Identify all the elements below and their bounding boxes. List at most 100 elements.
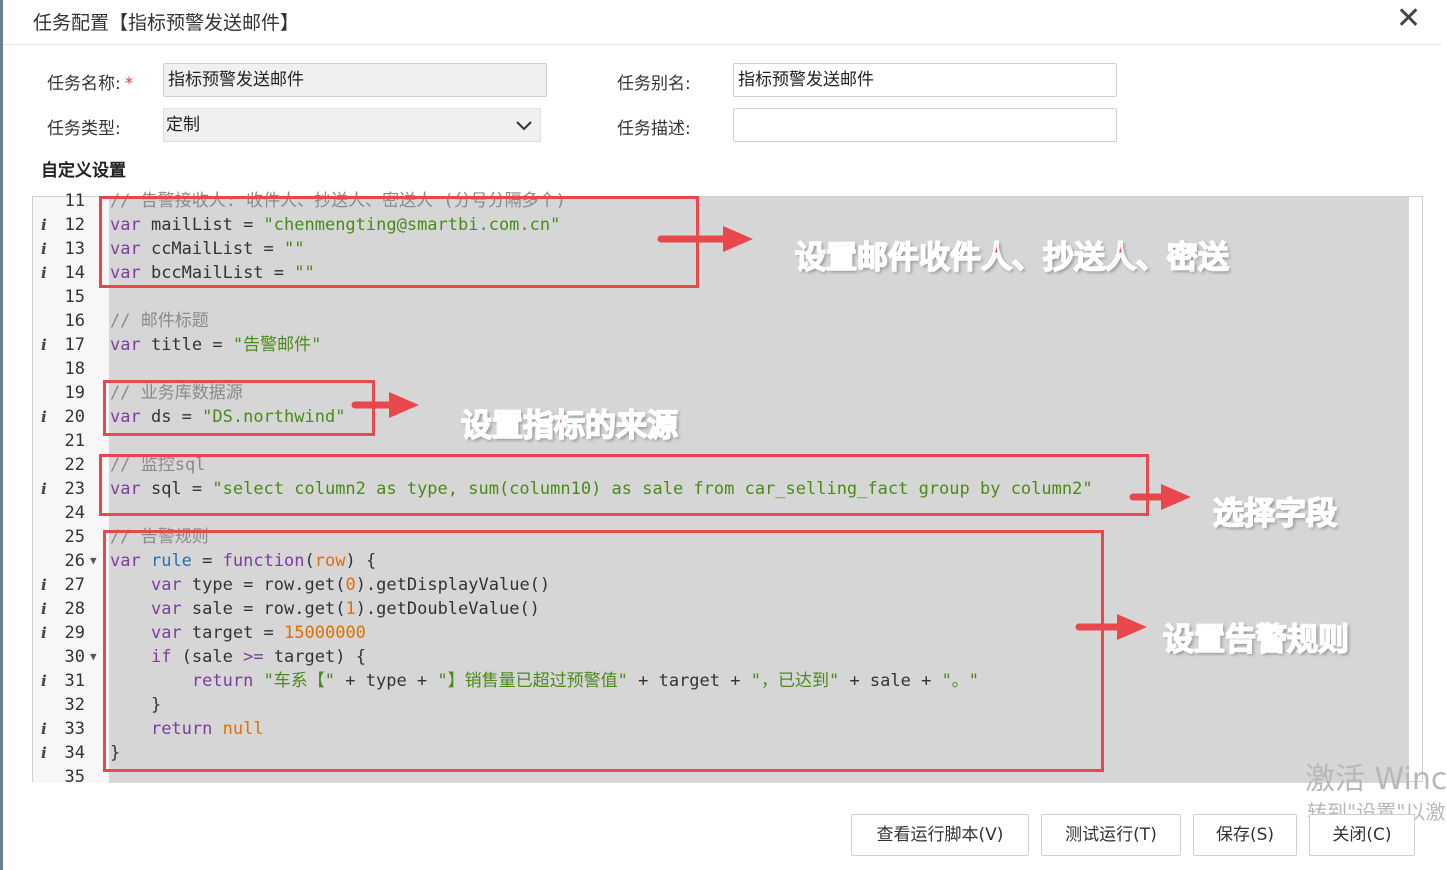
line-number: 27: [64, 575, 85, 595]
custom-settings-title: 自定义设置: [41, 161, 126, 181]
line-number: 25: [64, 527, 85, 547]
code-line: i 14 var bccMailList = "": [33, 261, 1413, 285]
code-line: i 17 var title = "告警邮件": [33, 333, 1413, 357]
line-number: 12: [64, 215, 85, 235]
task-type-select[interactable]: 定制: [163, 108, 541, 142]
code-line: i 29 var target = 15000000: [33, 621, 1413, 645]
info-icon: i: [41, 480, 47, 498]
line-number: 16: [64, 311, 85, 331]
arrow-right-icon: [1129, 484, 1191, 510]
fold-toggle-icon[interactable]: ▼: [90, 650, 97, 663]
code-text: return "车系【" + type + "】销售量已超过预警值" + tar…: [191, 671, 980, 691]
line-number: 19: [64, 383, 85, 403]
task-name-label: 任务名称:*: [47, 74, 134, 94]
code-line: 22 // 监控sql: [33, 453, 1413, 477]
arrow-right-icon: [657, 226, 753, 252]
code-text: var target = 15000000: [150, 623, 366, 643]
code-text: var mailList = "chenmengting@smartbi.com…: [110, 215, 561, 235]
task-type-value: 定制: [166, 115, 200, 135]
dialog-title: 任务配置【指标预警发送邮件】: [33, 12, 300, 34]
line-number: 35: [64, 767, 85, 787]
info-icon: i: [41, 336, 47, 354]
line-number: 18: [64, 359, 85, 379]
annotation-recipients: 设置邮件收件人、抄送人、密送: [794, 239, 1230, 277]
code-text: var sale = row.get(1).getDoubleValue(): [150, 599, 540, 619]
info-icon: i: [41, 720, 47, 738]
code-line: 16 // 邮件标题: [33, 309, 1413, 333]
code-text: var bccMailList = "": [110, 263, 315, 283]
line-number: 13: [64, 239, 85, 259]
line-number: 31: [64, 671, 85, 691]
info-icon: i: [41, 672, 47, 690]
info-icon: i: [41, 576, 47, 594]
info-icon: i: [41, 264, 47, 282]
line-number: 23: [64, 479, 85, 499]
code-line: 15: [33, 285, 1413, 309]
line-number: 24: [64, 503, 85, 523]
line-number: 34: [64, 743, 85, 763]
code-text: // 监控sql: [110, 455, 206, 475]
task-alias-field[interactable]: 指标预警发送邮件: [733, 63, 1117, 97]
line-number: 14: [64, 263, 85, 283]
test-run-button[interactable]: 测试运行(T): [1041, 814, 1181, 856]
save-button[interactable]: 保存(S): [1193, 814, 1297, 856]
line-number: 11: [64, 191, 85, 211]
line-number: 17: [64, 335, 85, 355]
code-line: 26 ▼ var rule = function(row) {: [33, 549, 1413, 573]
code-text: // 业务库数据源: [110, 383, 243, 403]
line-number: 15: [64, 287, 85, 307]
line-number: 29: [64, 623, 85, 643]
info-icon: i: [41, 744, 47, 762]
rule-highlight-box: [103, 530, 1104, 772]
line-number: 30: [64, 647, 85, 667]
task-desc-field[interactable]: [733, 108, 1117, 142]
line-number: 32: [64, 695, 85, 715]
info-icon: i: [41, 600, 47, 618]
required-mark: *: [124, 74, 134, 94]
code-line: 35: [33, 765, 1413, 789]
line-number: 22: [64, 455, 85, 475]
task-name-field[interactable]: 指标预警发送邮件: [163, 63, 547, 97]
code-line: 32 }: [33, 693, 1413, 717]
recipients-highlight-box: [99, 196, 699, 288]
code-text: }: [110, 743, 121, 763]
code-line: i 27 var type = row.get(0).getDisplayValu…: [33, 573, 1413, 597]
view-script-button[interactable]: 查看运行脚本(V): [851, 814, 1029, 856]
code-line: i 12 var mailList = "chenmengting@smartbi.…: [33, 213, 1413, 237]
source-highlight-box: [103, 380, 375, 436]
fold-toggle-icon[interactable]: ▼: [90, 554, 97, 567]
arrow-right-icon: [1075, 614, 1147, 640]
code-text: if (sale >= target) {: [150, 647, 366, 667]
line-number: 33: [64, 719, 85, 739]
code-line: i 31 return "车系【" + type + "】销售量已超过预警值" +…: [33, 669, 1413, 693]
code-line: 24: [33, 501, 1413, 525]
code-text: var rule = function(row) {: [110, 551, 377, 571]
code-line: 18: [33, 357, 1413, 381]
code-text: var ccMailList = "": [110, 239, 305, 259]
code-line: 19 // 业务库数据源: [33, 381, 1413, 405]
chevron-down-icon: [514, 111, 534, 150]
code-line: i 34}: [33, 741, 1413, 765]
code-text: var type = row.get(0).getDisplayValue(): [150, 575, 551, 595]
code-text: // 邮件标题: [110, 311, 209, 331]
task-type-label: 任务类型:: [47, 119, 121, 139]
code-line: 30 ▼ if (sale >= target) {: [33, 645, 1413, 669]
arrow-right-icon: [351, 392, 419, 418]
annotation-source: 设置指标的来源: [460, 407, 679, 445]
info-icon: i: [41, 624, 47, 642]
code-text: var title = "告警邮件": [110, 335, 322, 355]
close-button[interactable]: 关闭(C): [1309, 814, 1415, 856]
close-icon[interactable]: ✕: [1396, 1, 1422, 36]
task-desc-label: 任务描述:: [617, 119, 691, 139]
info-icon: i: [41, 216, 47, 234]
windows-activation-watermark: 激活 Winc: [1305, 762, 1447, 797]
line-number: 26: [64, 551, 85, 571]
code-line: 21: [33, 429, 1413, 453]
